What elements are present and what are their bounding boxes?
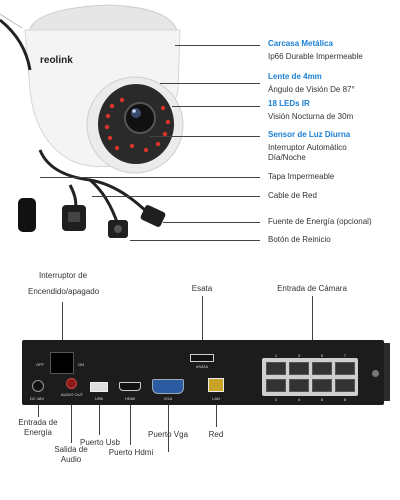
poe-num-8: 8: [343, 397, 347, 402]
leader-power-switch: [62, 302, 63, 350]
label-usb: Puerto Usb: [79, 438, 121, 447]
lan-port: [208, 378, 224, 392]
callout-leds-title: 18 LEDs IR: [268, 99, 310, 108]
label-power-switch: Interruptor de Encendido/apagado: [28, 271, 100, 296]
poe-port-8: [335, 379, 355, 392]
label-hdmi: Puerto Hdmi: [108, 448, 154, 457]
callout-leds-desc: Visión Nocturna de 30m: [268, 112, 354, 121]
poe-num-4: 4: [297, 397, 301, 402]
label-lan: Red: [208, 430, 224, 439]
leader-camera-input: [312, 296, 313, 350]
nvr-panel-right-edge: [384, 343, 390, 401]
poe-num-2: 2: [274, 397, 278, 402]
label-tapa: Tapa Impermeable: [268, 172, 335, 181]
esata-text: eSATA: [195, 364, 209, 369]
leader-tapa: [40, 177, 260, 178]
callout-lente-title: Lente de 4mm: [268, 72, 322, 81]
label-audio-out: Salida de Audio: [54, 445, 88, 464]
leader-carcasa: [175, 45, 260, 46]
poe-port-5: [312, 362, 332, 375]
power-switch: [50, 352, 74, 374]
label-camera-input: Entrada de Cámara: [277, 284, 347, 293]
off-text: OFF: [36, 362, 44, 367]
poe-port-4: [289, 379, 309, 392]
callout-sensor-title: Sensor de Luz Diurna: [268, 130, 351, 139]
poe-num-6: 6: [320, 397, 324, 402]
leader-vga: [168, 405, 169, 452]
brand-logo: reolink: [40, 55, 73, 66]
label-cable-red: Cable de Red: [268, 191, 317, 200]
vga-text: VGA: [163, 396, 173, 401]
label-reinicio: Botón de Reinicio: [268, 235, 331, 244]
poe-port-6: [312, 379, 332, 392]
leader-fuente: [163, 222, 260, 223]
camera-illustration: [0, 4, 184, 238]
dc-text: DC 48V: [30, 396, 45, 401]
on-text: ON: [78, 362, 84, 367]
label-fuente: Fuente de Energía (opcional): [268, 217, 372, 226]
leader-leds: [172, 106, 260, 107]
vga-port: [152, 379, 184, 394]
leader-usb: [99, 405, 100, 435]
leader-lente: [160, 83, 260, 84]
usb-text: USB: [94, 396, 104, 401]
leader-reinicio: [130, 240, 260, 241]
callout-sensor-desc: Interruptor Automático Día/Noche: [268, 143, 347, 162]
hdmi-text: HDMI: [124, 396, 136, 401]
leader-audio-out: [71, 405, 72, 443]
label-esata: Esata: [191, 284, 213, 293]
audio-text: AUDIO OUT: [60, 392, 84, 397]
leader-esata: [202, 296, 203, 350]
callout-lente-desc: Ángulo de Visión De 87°: [268, 85, 355, 94]
leader-power-input: [38, 405, 39, 417]
poe-num-5: 5: [320, 353, 324, 358]
leader-lan: [216, 405, 217, 427]
leader-cable-red: [92, 196, 260, 197]
esata-port: [190, 354, 214, 362]
label-vga: Puerto Vga: [147, 430, 189, 439]
audio-jack: [66, 378, 77, 389]
hdmi-port: [119, 382, 141, 391]
callout-carcasa-title: Carcasa Metálica: [268, 39, 333, 48]
leader-sensor: [150, 136, 260, 137]
dc-jack: [32, 380, 44, 392]
poe-num-3: 3: [297, 353, 301, 358]
poe-port-2: [266, 379, 286, 392]
poe-port-7: [335, 362, 355, 375]
poe-port-3: [289, 362, 309, 375]
lan-text: LAN: [212, 396, 220, 401]
leader-hdmi: [130, 405, 131, 445]
screw-icon: [372, 370, 379, 377]
label-power-input: Entrada de Energía: [18, 418, 58, 437]
usb-port: [90, 382, 108, 392]
poe-port-1: [266, 362, 286, 375]
poe-num-1: 1: [274, 353, 278, 358]
poe-num-7: 7: [343, 353, 347, 358]
callout-carcasa-desc: Ip66 Durable Impermeable: [268, 52, 363, 61]
